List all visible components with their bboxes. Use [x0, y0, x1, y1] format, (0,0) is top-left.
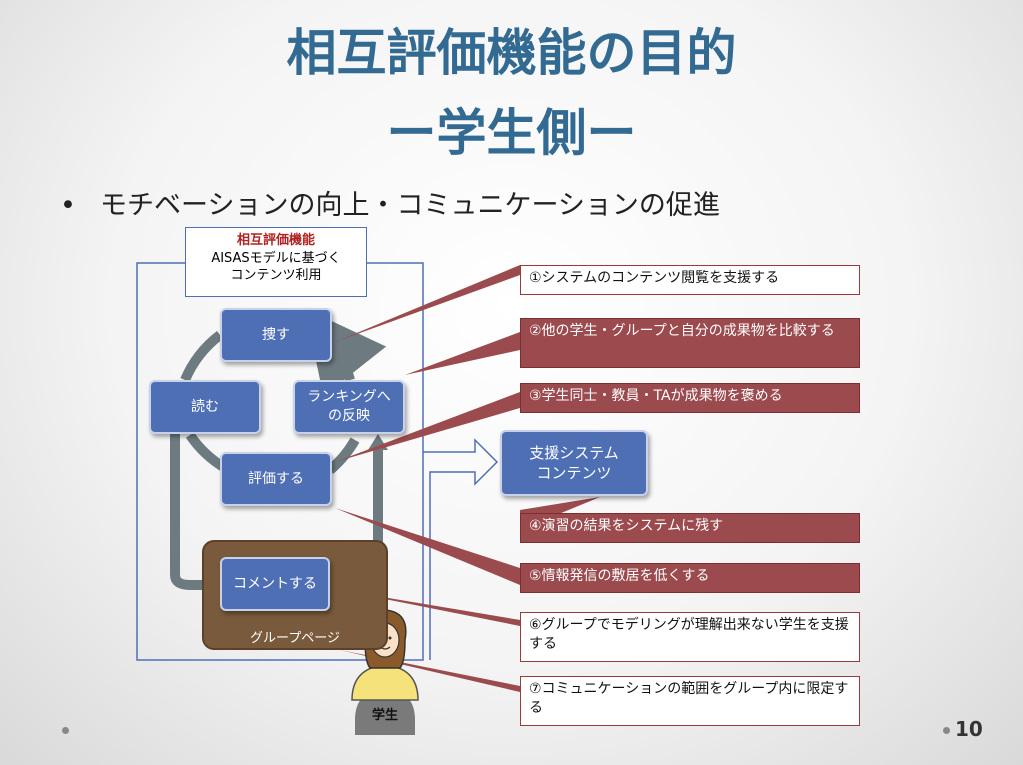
node-search: 捜す [220, 308, 332, 362]
support-system-line2: コンテンツ [536, 464, 612, 482]
callout-7-text: ⑦コミュニケーションの範囲をグループ内に限定する [529, 681, 849, 716]
node-evaluate-label: 評価する [248, 470, 304, 487]
cycle-arc-evaluate-rank [326, 437, 360, 474]
node-read: 読む [149, 380, 261, 434]
pointer-3 [335, 392, 520, 462]
node-ranking: ランキングへ の反映 [293, 380, 405, 434]
node-read-label: 読む [191, 398, 219, 415]
node-search-label: 捜す [262, 326, 290, 343]
node-evaluate: 評価する [220, 452, 332, 506]
callout-1: ①システムのコンテンツ閲覧を支援する [520, 265, 860, 295]
cycle-arc-rank-search [305, 308, 387, 397]
mutual-evaluation-title: 相互評価機能 [236, 233, 315, 248]
pointer-1 [335, 265, 520, 342]
cycle-arc-search-read [180, 331, 224, 383]
node-ranking-line2: の反映 [328, 408, 370, 424]
mutual-evaluation-line2: AISASモデルに基づく [211, 250, 341, 266]
callout-1-text: ①システムのコンテンツ閲覧を支援する [529, 270, 780, 286]
callout-6-text: ⑥グループでモデリングが理解出来ない学生を支援する [529, 617, 849, 652]
corner-dot-right [943, 727, 950, 734]
slide-title-line1: 相互評価機能の目的 [286, 24, 737, 82]
callout-7: ⑦コミュニケーションの範囲をグループ内に限定する [520, 676, 860, 726]
pointer-5 [335, 508, 520, 585]
bullet-text: モチベーションの向上・コミュニケーションの促進 [100, 190, 720, 221]
callout-4-text: ④演習の結果をシステムに残す [529, 518, 724, 534]
student-label: 学生 [371, 708, 398, 723]
pointer-2 [405, 332, 520, 375]
callout-4: ④演習の結果をシステムに残す [520, 513, 860, 543]
flow-read-to-comment [170, 430, 215, 590]
callout-2-text: ②他の学生・グループと自分の成果物を比較する [529, 323, 835, 339]
mutual-evaluation-line3: コンテンツ利用 [230, 268, 322, 284]
support-system-line1: 支援システム [529, 443, 619, 462]
node-comment-label: コメントする [233, 575, 317, 592]
support-arrow [423, 438, 499, 660]
slide-title-line2: ー学生側ー [386, 104, 637, 162]
page-number: 10 [955, 717, 983, 741]
callout-6: ⑥グループでモデリングが理解出来ない学生を支援する [520, 612, 860, 662]
callout-3-text: ③学生同士・教員・TAが成果物を褒める [529, 388, 783, 404]
bullet-point: • モチベーションの向上・コミュニケーションの促進 [60, 183, 720, 222]
mutual-evaluation-box: 相互評価機能 AISASモデルに基づく コンテンツ利用 [185, 227, 367, 297]
support-system-box: 支援システム コンテンツ [500, 430, 648, 496]
node-ranking-line1: ランキングへ [307, 389, 391, 406]
callout-5: ⑤情報発信の敷居を低くする [520, 563, 860, 593]
corner-dot-left [62, 727, 69, 734]
callout-3: ③学生同士・教員・TAが成果物を褒める [520, 383, 860, 413]
bullet-marker: • [60, 190, 76, 221]
callout-5-text: ⑤情報発信の敷居を低くする [529, 568, 710, 584]
node-comment: コメントする [220, 557, 330, 611]
group-page-label: グループページ [250, 631, 340, 646]
callout-2: ②他の学生・グループと自分の成果物を比較する [520, 318, 860, 368]
